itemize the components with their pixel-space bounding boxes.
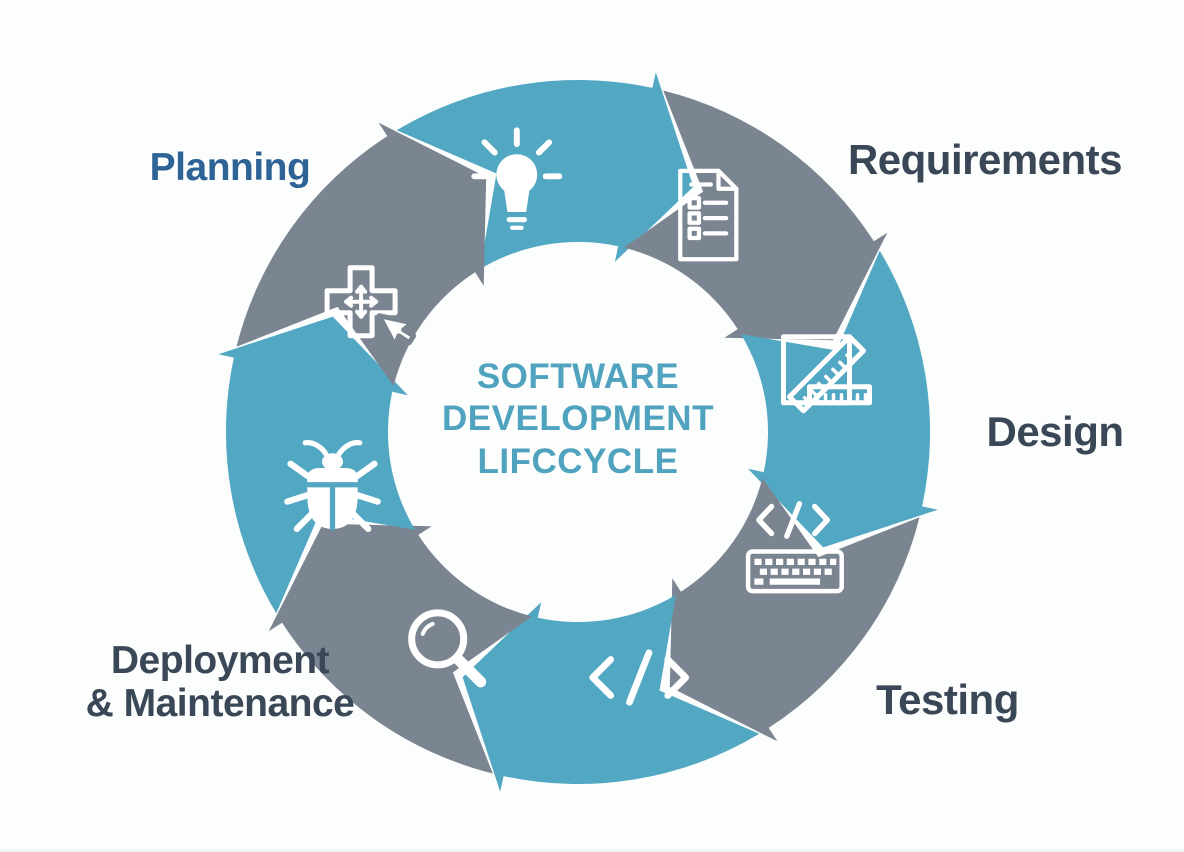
cycle-icons	[284, 127, 872, 706]
magnifier-icon	[408, 609, 487, 688]
center-title-line2: DEVELOPMENT	[442, 399, 714, 439]
label-design: Design	[986, 408, 1124, 455]
label-deployment-line1: Deployment	[110, 639, 330, 682]
segment-code-keyboard	[669, 478, 920, 742]
center-title-line1: SOFTWARE	[476, 357, 680, 396]
label-requirements: Requirements	[847, 136, 1123, 183]
center-title: SOFTWARE DEVELOPMENT LIFCCYCLE	[408, 356, 748, 483]
bug-icon	[284, 440, 381, 533]
cursor-arrow-icon	[376, 313, 417, 349]
segment-checklist-document	[624, 90, 888, 341]
checklist-document-icon	[678, 168, 739, 262]
lightbulb-icon	[471, 127, 563, 230]
code-keyboard-icon	[745, 501, 844, 594]
ruler-set-square-icon	[781, 334, 872, 414]
label-deployment-maintenance: Deployment & Maintenance	[60, 639, 380, 726]
label-planning: Planning	[149, 146, 311, 189]
segment-lightbulb	[396, 72, 694, 270]
segment-ruler-set-square	[740, 250, 938, 548]
segment-move-tool	[236, 122, 487, 386]
segment-magnifier	[268, 523, 532, 774]
center-title-line3: LIFCCYCLE	[477, 441, 679, 481]
label-testing: Testing	[876, 676, 1019, 723]
segment-bug	[218, 316, 416, 614]
label-deployment-line2: & Maintenance	[85, 681, 355, 725]
code-brackets-icon	[589, 649, 690, 706]
move-tool-icon	[324, 265, 417, 349]
